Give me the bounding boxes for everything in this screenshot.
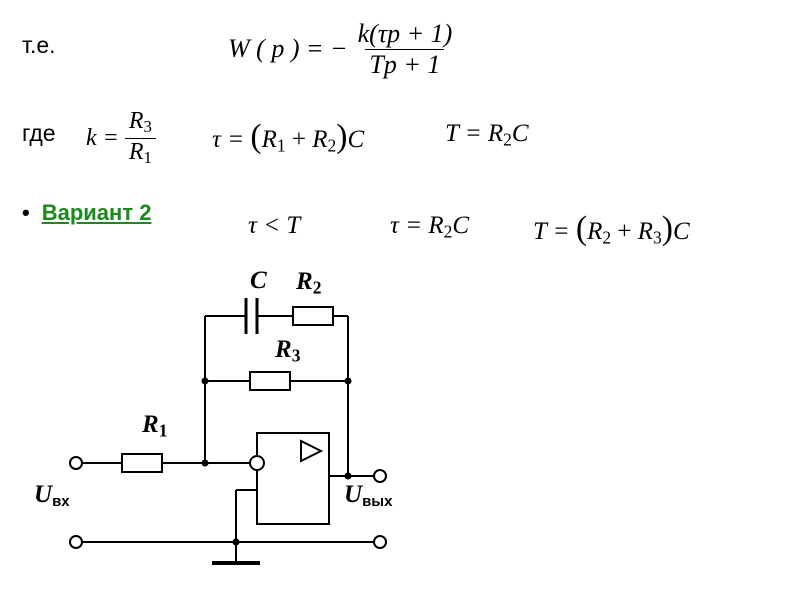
formula-tau-plus: +: [291, 126, 306, 153]
formula-k: k = R3 R1: [86, 100, 156, 176]
opamp-inverting-input: [249, 455, 265, 471]
formula-tau: τ = (R1 + R2)C: [212, 118, 364, 156]
formula-k-denominator: R1: [124, 137, 156, 168]
formula-variant-T-r3-sub: 3: [653, 227, 662, 248]
resistor-r3: [249, 371, 291, 391]
junction-top-left: [201, 377, 209, 385]
formula-w-numerator: k(τp + 1): [357, 18, 453, 48]
formula-T-c: C: [511, 120, 529, 147]
label-r3-sub: 3: [291, 345, 301, 366]
formula-w-fraction: k(τp + 1) Tp + 1: [354, 19, 457, 80]
formula-variant-tau-c: C: [452, 212, 470, 239]
junction-ground: [232, 538, 240, 546]
formula-variant-T-r2-var: R: [587, 218, 603, 245]
junction-input: [201, 459, 209, 467]
formula-w-lhs: W ( p ) = −: [228, 34, 348, 63]
label-r2-sub: 2: [312, 277, 322, 298]
formula-tau-r1-sub: 1: [276, 135, 286, 156]
formula-variant-T-lhs: T =: [533, 218, 570, 245]
formula-variant-T-r2-sub: 2: [602, 227, 612, 248]
opamp-body: [256, 432, 330, 525]
label-r2: R2: [296, 268, 321, 298]
opamp-triangle: [300, 439, 324, 463]
formula-k-fraction: R3 R1: [124, 108, 156, 168]
label-r3: R3: [275, 336, 300, 366]
terminal-input: [69, 456, 83, 470]
terminal-common-left: [69, 535, 83, 549]
formula-variant-T-r3-var: R: [637, 218, 653, 245]
bullet-icon: •: [22, 200, 30, 225]
formula-tau-r1-var: R: [261, 126, 277, 153]
label-r1: R1: [142, 411, 167, 441]
formula-variant-tau-sub: 2: [443, 221, 453, 242]
te-label: т.е.: [22, 32, 56, 58]
formula-tau-lhs: τ =: [212, 126, 245, 153]
formula-k-num-var: R: [128, 108, 144, 135]
junction-top-right: [344, 377, 352, 385]
formula-variant-T-plus: +: [617, 218, 632, 245]
label-r3-var: R: [275, 336, 292, 363]
formula-tau-r2-sub: 2: [327, 135, 337, 156]
formula-tau-paren-close: ): [336, 118, 348, 155]
label-uout: Uвых: [344, 481, 392, 510]
label-uout-var: U: [344, 481, 363, 508]
formula-tau-r2-var: R: [312, 126, 328, 153]
formula-T-sub: 2: [503, 129, 512, 150]
resistor-r1: [121, 453, 163, 473]
junction-output: [344, 472, 352, 480]
label-uin: Uвх: [34, 481, 70, 510]
formula-k-lhs: k =: [86, 124, 119, 151]
formula-variant-tau-lhs: τ = R: [390, 212, 444, 239]
formula-k-den-var: R: [128, 138, 144, 165]
label-uin-sub: вх: [52, 492, 70, 510]
formula-variant-T-c: C: [673, 218, 690, 245]
label-r1-var: R: [142, 411, 159, 438]
label-r1-sub: 1: [158, 420, 168, 441]
terminal-output: [373, 469, 387, 483]
formula-variant-tau: τ = R2C: [390, 212, 469, 242]
formula-k-num-sub: 3: [143, 117, 152, 137]
formula-k-den-sub: 1: [143, 147, 152, 167]
label-uin-var: U: [34, 481, 53, 508]
formula-tau-c: C: [347, 126, 365, 153]
formula-T-lhs: T = R: [445, 120, 504, 147]
label-uout-sub: вых: [362, 492, 393, 510]
formula-T: T = R2C: [445, 120, 529, 150]
variant-title: Вариант 2: [41, 200, 152, 225]
formula-tau-paren-open: (: [250, 118, 262, 155]
gde-label: где: [22, 120, 56, 146]
formula-k-numerator: R3: [125, 108, 156, 137]
formula-w-denominator: Tp + 1: [365, 48, 445, 80]
formula-w: W ( p ) = − k(τp + 1) Tp + 1: [228, 8, 456, 90]
terminal-common-right: [373, 535, 387, 549]
variant-heading: • Вариант 2: [22, 200, 151, 226]
label-c: C: [250, 267, 267, 294]
formula-variant-T-paren-open: (: [575, 210, 588, 247]
resistor-r2: [292, 306, 334, 326]
formula-ineq: τ < T: [248, 212, 301, 239]
label-r2-var: R: [296, 268, 313, 295]
formula-variant-T: T = (R2 + R3)C: [533, 210, 690, 248]
formula-variant-T-paren-close: ): [661, 210, 673, 247]
